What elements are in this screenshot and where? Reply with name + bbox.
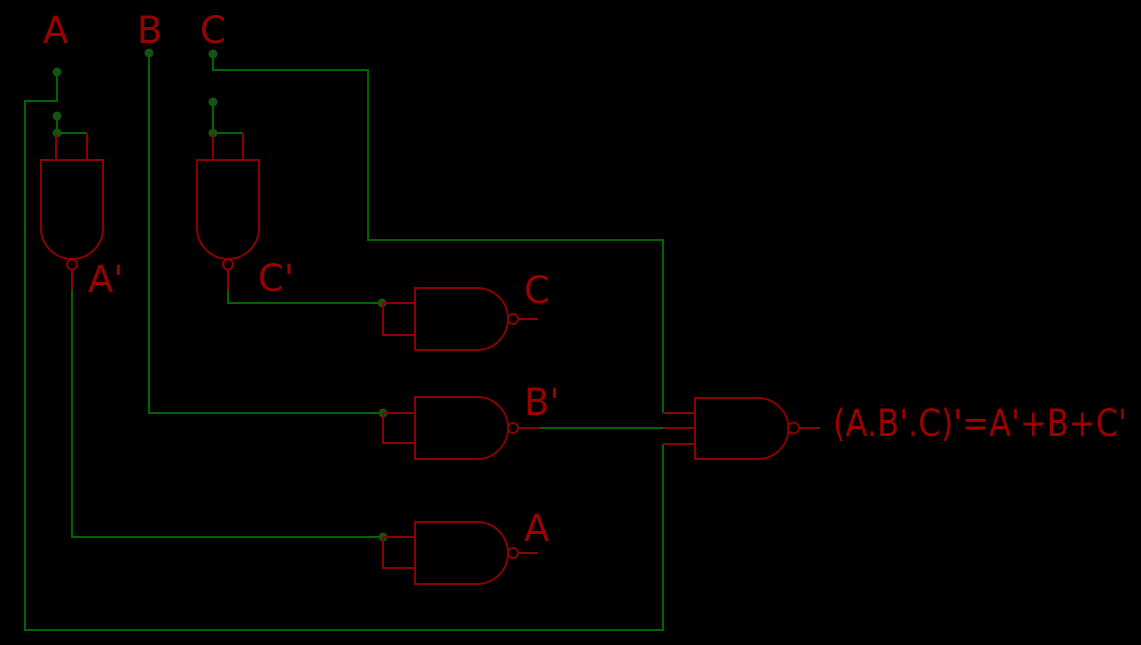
pin-a-dot[interactable]	[52, 67, 62, 77]
labels: A B C A' C' C B' A (A.B'.C)'=A'+B+C'	[43, 9, 1127, 550]
wire-c-gate-input-link[interactable]	[212, 102, 243, 134]
gate-label-b-prime: B'	[524, 381, 560, 424]
input-label-c: C	[200, 9, 226, 52]
nand-gate-a-prime[interactable]	[40, 133, 104, 290]
nand-gate-c[interactable]	[382, 287, 538, 351]
gate-label-c: C	[524, 269, 550, 312]
inverter-bubble	[222, 258, 234, 271]
nand-body[interactable]	[414, 521, 509, 585]
nand-body[interactable]	[196, 159, 260, 260]
pin-c-dot[interactable]	[208, 49, 218, 59]
gate-label-a: A	[524, 507, 549, 550]
pin-b-dot[interactable]	[144, 48, 154, 58]
gate-label-a-prime: A'	[88, 258, 123, 301]
nand-gate-final[interactable]	[663, 397, 820, 460]
nand-gate-a[interactable]	[382, 521, 538, 585]
inverter-bubble	[507, 422, 519, 434]
nand-body[interactable]	[414, 287, 509, 351]
nand-gate-b-prime[interactable]	[382, 396, 540, 460]
wire-a-to-final-gate[interactable]	[24, 72, 664, 631]
junction-dot	[208, 128, 218, 138]
inverter-bubble	[787, 421, 800, 435]
inverter-bubble	[66, 258, 78, 271]
wires	[24, 53, 665, 631]
inverter-bubble	[507, 313, 519, 325]
gate-input-stub	[382, 413, 415, 444]
wire-b-to-bprime-gate[interactable]	[148, 53, 383, 414]
nand-body[interactable]	[40, 159, 104, 260]
wire-aprime-to-a-gate[interactable]	[71, 290, 383, 538]
nand-body[interactable]	[694, 397, 790, 460]
nand-gate-c-prime[interactable]	[196, 133, 260, 290]
gate-input-stub	[382, 537, 415, 569]
inverter-bubble	[507, 547, 519, 559]
wire-cprime-to-c-gate[interactable]	[227, 290, 382, 304]
output-equation-label: (A.B'.C)'=A'+B+C'	[833, 402, 1127, 445]
junction-dot	[52, 128, 62, 138]
input-label-a: A	[43, 9, 68, 52]
nand-body[interactable]	[414, 396, 509, 460]
junction-dot	[208, 97, 218, 107]
junction-dot	[52, 111, 62, 121]
wire-a-gate-input-link[interactable]	[56, 116, 87, 134]
input-label-b: B	[137, 9, 162, 52]
gate-label-c-prime: C'	[258, 257, 294, 300]
wire-c-to-final-gate[interactable]	[212, 54, 664, 413]
gate-input-stub	[382, 303, 415, 336]
